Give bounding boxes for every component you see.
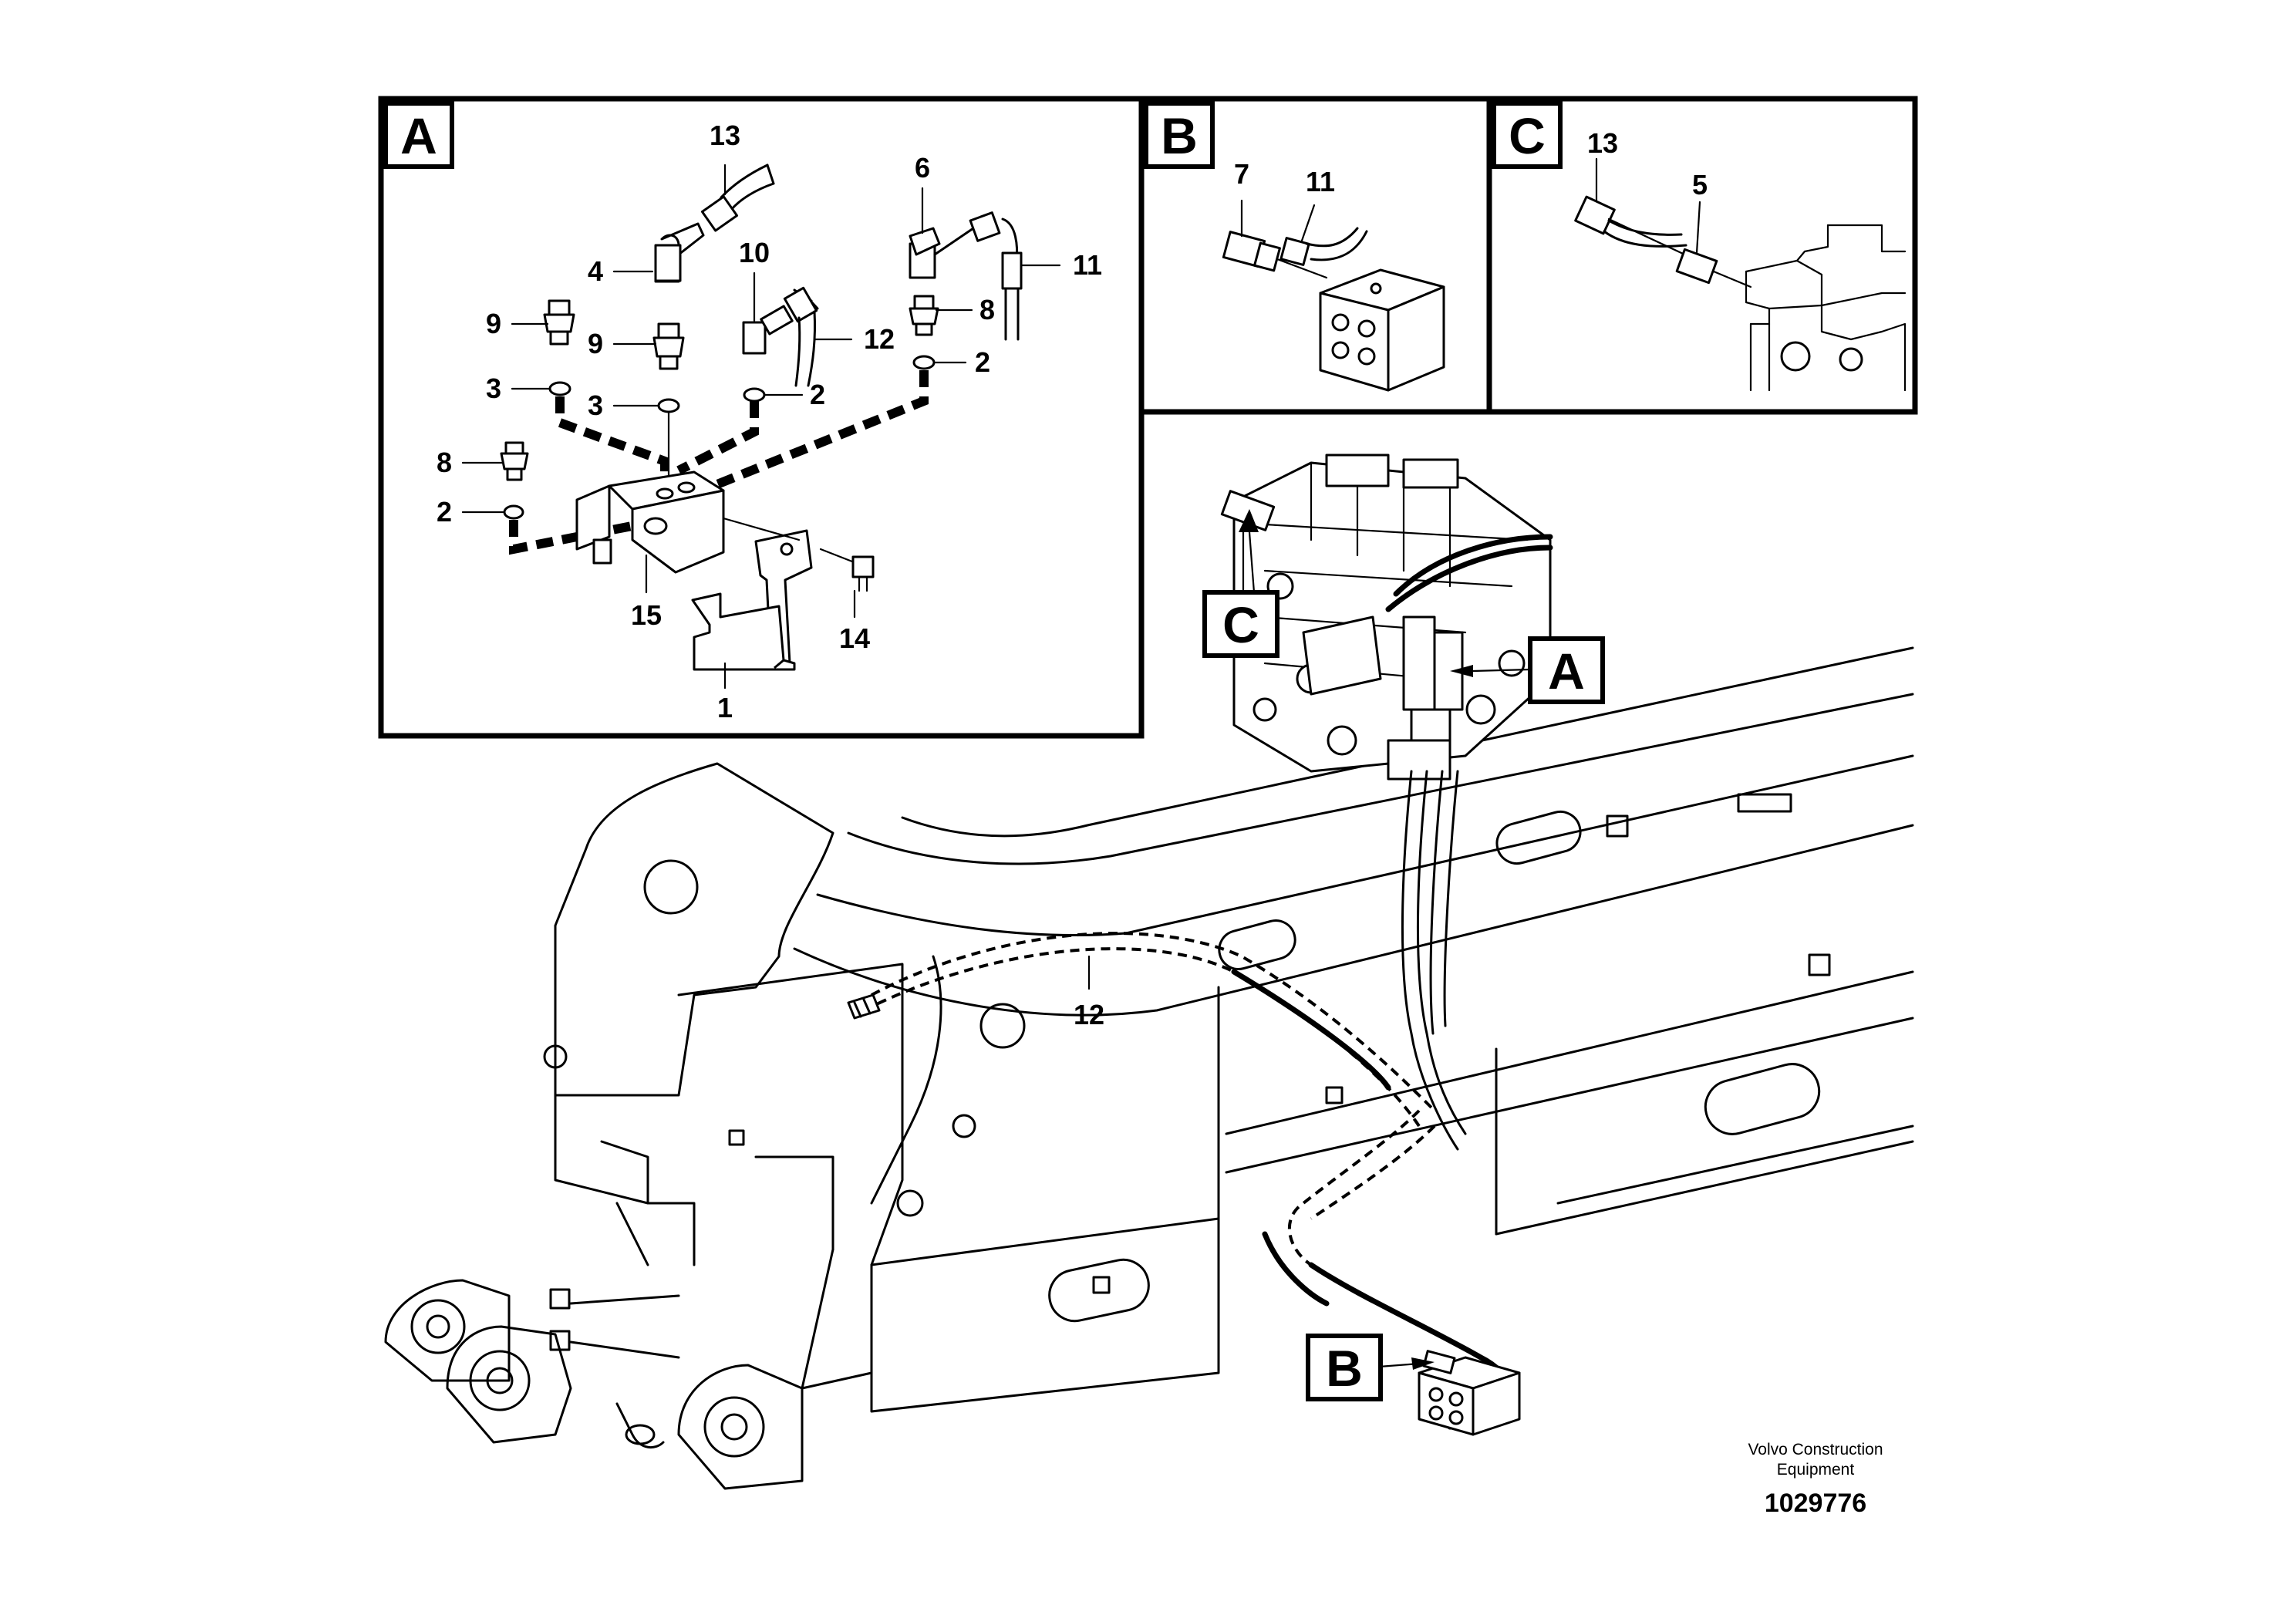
panel-c-callouts: 13 5 <box>1587 127 1708 255</box>
callout-main-a: A <box>1548 642 1585 700</box>
callout-main-b: B <box>1326 1340 1363 1397</box>
panel-a-detail <box>500 164 1023 671</box>
callout-a-2-right: 2 <box>975 346 990 378</box>
callout-a-8-right: 8 <box>979 294 995 325</box>
callout-a-9-center: 9 <box>588 328 603 359</box>
panel-b-letter: B <box>1161 107 1198 164</box>
callout-a-9-left: 9 <box>486 308 501 339</box>
callout-main-a-box <box>1528 636 1605 704</box>
main-view-callouts: C A B 12 <box>1074 509 1605 1401</box>
panel-b-tag: B <box>1144 101 1215 169</box>
callout-main-c: C <box>1222 596 1259 653</box>
callout-main-12: 12 <box>1074 999 1104 1030</box>
callout-a-15: 15 <box>631 599 662 631</box>
callout-a-3-center: 3 <box>588 389 603 421</box>
callout-b-11: 11 <box>1306 166 1335 197</box>
panel-c-tag: C <box>1492 101 1563 169</box>
panel-b-detail <box>1222 227 1445 392</box>
watermark: Volvo Construction Equipment 1029776 <box>1748 1441 1883 1518</box>
panel-frames <box>378 96 1918 739</box>
callout-a-11: 11 <box>1073 249 1102 281</box>
watermark-drawing-number: 1029776 <box>1765 1489 1866 1518</box>
callout-a-3-left: 3 <box>486 373 501 404</box>
panel-c-detail <box>1574 195 1907 392</box>
callout-a-14: 14 <box>839 622 870 654</box>
control-valve <box>1220 454 1553 781</box>
callout-a-4: 4 <box>588 255 603 287</box>
callout-a-12: 12 <box>864 323 895 355</box>
panel-a-letter: A <box>400 107 437 164</box>
callout-a-2-center: 2 <box>810 379 825 410</box>
watermark-company-line1: Volvo Construction <box>1748 1441 1883 1458</box>
callout-b-7: 7 <box>1234 158 1249 190</box>
panel-a-callouts: 13 4 9 9 3 3 10 2 6 11 8 12 2 8 2 15 14 … <box>437 120 1102 723</box>
callout-a-2-left: 2 <box>437 496 452 528</box>
callout-main-c-box <box>1202 590 1279 658</box>
callout-main-b-box <box>1306 1334 1383 1401</box>
callout-a-1: 1 <box>717 692 733 723</box>
panel-a-frame <box>378 96 1145 739</box>
callout-c-5: 5 <box>1692 169 1708 201</box>
chassis-frame <box>384 646 1914 1490</box>
panel-b-callouts: 7 11 <box>1234 158 1335 242</box>
callout-a-8-left: 8 <box>437 447 452 478</box>
callout-c-13: 13 <box>1587 127 1618 159</box>
panel-c-frame <box>1486 96 1918 415</box>
panel-c-letter: C <box>1509 107 1546 164</box>
callout-a-6: 6 <box>915 152 930 184</box>
callout-a-10: 10 <box>739 237 770 268</box>
watermark-company-line2: Equipment <box>1777 1461 1855 1479</box>
hoses <box>847 770 1521 1436</box>
panel-a-tag: A <box>383 101 454 169</box>
callout-a-13: 13 <box>710 120 740 151</box>
